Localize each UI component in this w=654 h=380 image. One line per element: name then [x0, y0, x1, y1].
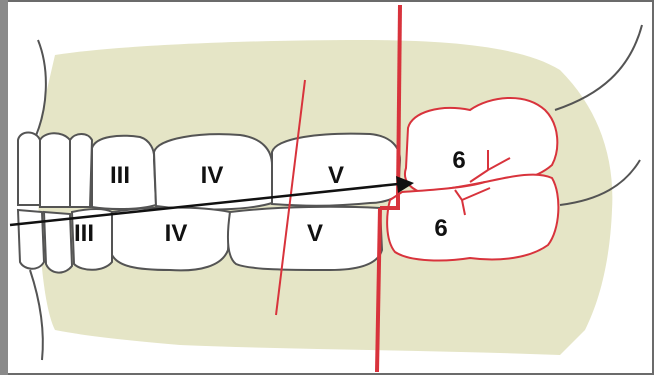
permanent-molars [386, 97, 560, 262]
thick-vertical-line-lower [375, 207, 382, 373]
right-lower-contour [559, 159, 641, 206]
left-contour-line [33, 39, 47, 141]
label-upper-V: V [328, 162, 344, 189]
thick-vertical-line-upper [396, 4, 402, 198]
upper-tooth-III [91, 134, 158, 211]
lower-tooth-III [70, 208, 113, 271]
label-lower-IV: IV [165, 220, 188, 247]
front-tooth-upper-2 [39, 132, 74, 208]
lower-teeth [70, 205, 384, 272]
lower-molar-6 [386, 173, 560, 262]
front-teeth [16, 131, 94, 274]
label-upper-IV: IV [201, 162, 224, 189]
upper-molar-fissure [469, 150, 511, 183]
upper-teeth [91, 132, 402, 211]
left-contour-line-lower [29, 269, 44, 361]
front-tooth-upper-3 [69, 133, 94, 208]
right-upper-contour [554, 24, 643, 111]
lower-molar-fissure [454, 187, 491, 216]
label-lower-V: V [307, 220, 323, 247]
label-upper-III: III [110, 162, 130, 189]
front-tooth-lower-1 [16, 208, 46, 270]
left-frame-bar [0, 0, 8, 375]
lower-tooth-V [227, 205, 384, 272]
terminal-plane-step [380, 197, 400, 210]
thin-vertical-line [275, 79, 306, 316]
front-tooth-upper-1 [17, 131, 41, 206]
front-tooth-lower-2 [42, 210, 74, 274]
label-upper-6: 6 [452, 147, 465, 174]
arrow-head [396, 176, 414, 193]
label-lower-6: 6 [434, 215, 447, 242]
occlusal-arrow [9, 176, 414, 227]
arrow-shaft [9, 182, 399, 227]
reference-lines [275, 4, 402, 373]
label-lower-III: III [74, 220, 94, 247]
